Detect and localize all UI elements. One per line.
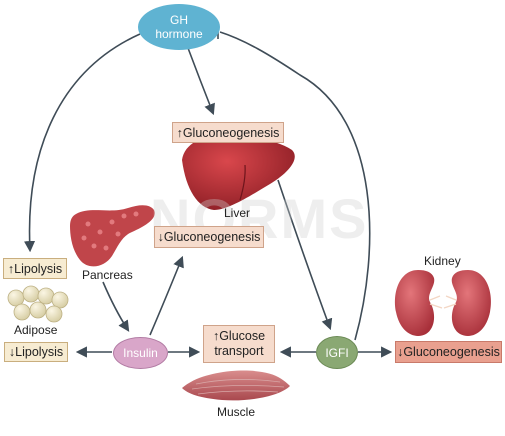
gh-hormone-node[interactable]: GH hormone	[138, 4, 220, 50]
arrow-gh-to-lipolysis	[23, 33, 141, 253]
arrow-insulin-to-gluconeogenesis	[149, 255, 184, 336]
gh-hormone-label: GH hormone	[155, 13, 203, 41]
kidney-label: Kidney	[424, 254, 461, 268]
gluconeogenesis-down-box: ↓Gluconeogenesis	[154, 226, 264, 248]
kidney-left-icon	[394, 270, 435, 336]
glucose-transport-label: ↑Glucose transport	[212, 329, 266, 358]
lipolysis-up-box: ↑Lipolysis	[3, 258, 67, 279]
arrow-gh-to-liver	[187, 47, 215, 116]
pancreas-icon	[70, 205, 155, 267]
igf-node[interactable]: IGFI	[316, 336, 358, 369]
arrow-pancreas-to-insulin	[102, 281, 130, 332]
muscle-label: Muscle	[217, 405, 256, 419]
kidney-gluconeogenesis-box: ↓Gluconeogenesis	[395, 341, 502, 363]
pancreas-label: Pancreas	[82, 268, 133, 282]
arrow-liver-to-igf	[277, 179, 333, 331]
glucose-transport-box: ↑Glucose transport	[203, 325, 275, 363]
adipose-icon	[7, 285, 69, 323]
lipolysis-down-box: ↓Lipolysis	[4, 342, 68, 362]
insulin-node[interactable]: Insulin	[113, 337, 168, 369]
arrow-igf-inhibits-gh	[219, 31, 371, 341]
igf-label: IGFI	[325, 345, 349, 360]
adipose-label: Adipose	[14, 323, 58, 337]
liver-icon	[182, 135, 295, 210]
insulin-label: Insulin	[123, 346, 158, 360]
gluconeogenesis-up-box: ↑Gluconeogenesis	[172, 122, 284, 143]
kidney-right-icon	[451, 270, 492, 336]
liver-label: Liver	[224, 206, 251, 220]
